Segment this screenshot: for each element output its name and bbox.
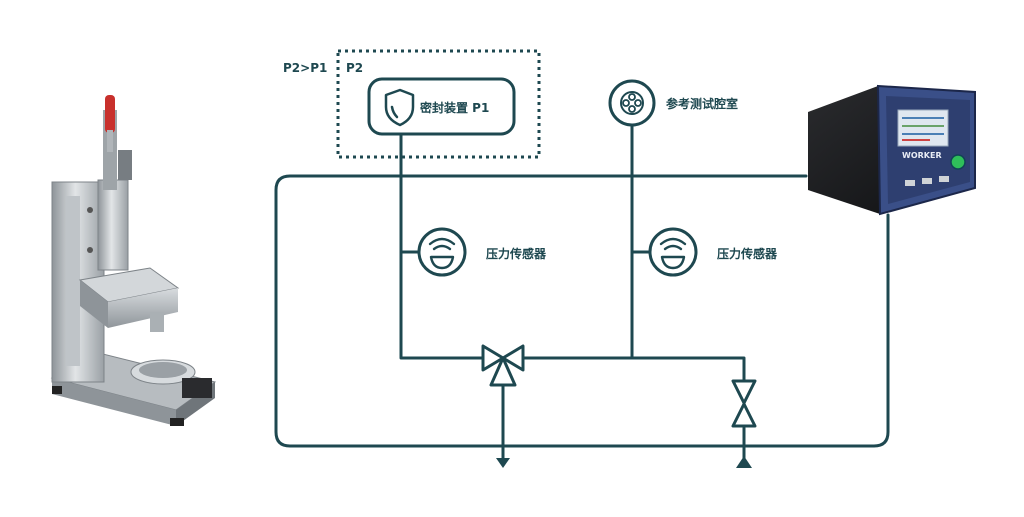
p2-label: P2 [346, 61, 363, 75]
valve-icon [481, 344, 505, 372]
pressure-sensor-left: 压力传感器 [417, 227, 547, 277]
seal-branch-line [399, 132, 485, 360]
pressure-sensor-right-label: 压力传感器 [717, 246, 778, 261]
chamber-icon [608, 79, 656, 127]
vent-arrow-icon [496, 458, 510, 468]
pipework [274, 123, 890, 460]
test-fixture-image [50, 95, 217, 426]
bypass-line [521, 356, 746, 382]
pressure-sensor-right: 压力传感器 [648, 227, 778, 277]
reference-chamber: 参考测试腔室 [608, 79, 738, 127]
gauge-icon [659, 237, 687, 270]
pressure-sensor-left-label: 压力传感器 [486, 246, 547, 261]
seal-device-label: 密封装置 P1 [420, 100, 489, 115]
p2-zone-dashed-box [336, 49, 541, 159]
p2-gt-p1-label: P2>P1 [283, 61, 327, 75]
exhaust-arrow-icon [736, 456, 752, 468]
seal-device-box: 密封装置 P1 [367, 77, 516, 136]
controller-device-image: WORKER [808, 84, 976, 216]
valve-icon [731, 379, 757, 405]
device-brand-label: WORKER [902, 151, 942, 160]
reference-chamber-label: 参考测试腔室 [666, 96, 738, 111]
shield-icon [384, 88, 415, 127]
gauge-icon [428, 237, 456, 270]
main-circuit-line [274, 174, 890, 448]
three-way-valve [481, 344, 525, 387]
vertical-valve [731, 379, 757, 428]
